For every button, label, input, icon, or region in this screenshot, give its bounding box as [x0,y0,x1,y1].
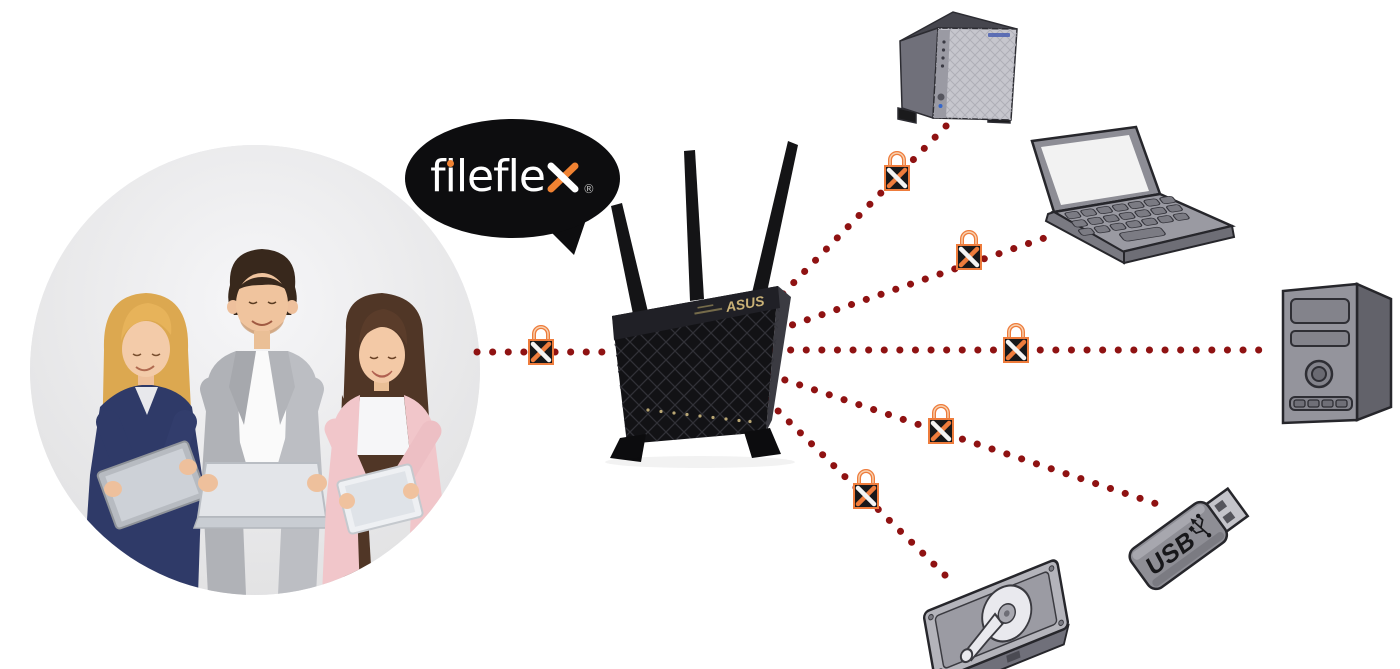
padlock-icon [885,153,909,190]
padlock-icon [957,232,981,269]
pc-vents [1293,399,1348,408]
nas-server-icon [897,11,1018,124]
users-photo-illustration [30,145,480,595]
person-woman-blonde [82,293,208,595]
link-router-to-usb [766,371,1164,509]
person-man-laptop [192,249,332,595]
padlock-icon [1004,325,1028,362]
usb-trident-icon [1188,513,1212,538]
padlock-icon [854,471,878,508]
usb-flash-drive-icon: USB [1128,486,1250,591]
laptop-keyboard [1064,196,1190,242]
logo-seg-f: f [430,150,445,202]
desktop-pc-icon [1281,282,1393,425]
router-brand-label: ASUS [723,292,766,315]
router-led-row [646,408,752,424]
users-group-photo [30,145,480,595]
padlock-icon [929,406,953,443]
link-router-to-laptop [759,230,1060,339]
padlock-icon [529,327,553,364]
nas-led-strip [937,40,946,108]
wireless-router: ASUS [605,141,798,468]
hard-disk-drive-icon [922,559,1070,669]
nas-brand-mark [988,33,1010,37]
hdd-screws [928,565,1064,669]
logo-x-icon [547,160,579,194]
person-woman-pink [322,293,449,595]
logo-seg-rest: lefle [455,150,546,202]
link-router-to-nas [768,120,952,309]
logo-seg-i: i [444,150,457,202]
laptop-trackpad [1119,226,1166,242]
registered-mark: ® [582,181,595,196]
laptop-icon [1030,125,1236,265]
